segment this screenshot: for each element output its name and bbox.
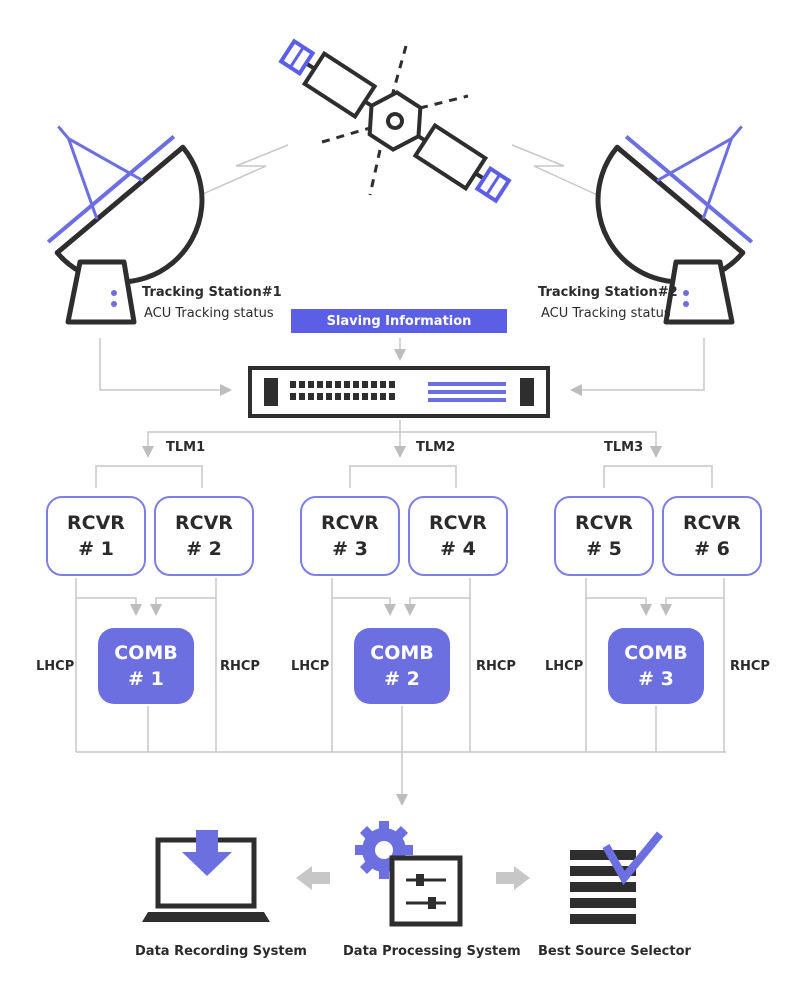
combiner-label: COMB — [624, 642, 688, 664]
switch-port — [308, 381, 314, 388]
satellite-icon — [278, 38, 512, 204]
switch-port — [299, 393, 305, 400]
receiver-number: # 4 — [440, 538, 476, 560]
switch-port — [353, 381, 359, 388]
receiver-label: RCVR — [683, 512, 741, 534]
dish-antenna-icon — [46, 125, 205, 325]
receiver-box: RCVR # 3 — [300, 496, 400, 576]
switch-port — [344, 393, 350, 400]
receiver-label: RCVR — [429, 512, 487, 534]
receiver-box: RCVR # 6 — [662, 496, 762, 576]
tlm-links — [95, 420, 713, 488]
switch-port — [317, 393, 323, 400]
combiner-number: # 1 — [128, 668, 164, 690]
combiner-label: COMB — [370, 642, 434, 664]
station-1-status: ACU Tracking status — [144, 306, 274, 321]
switch-port — [308, 393, 314, 400]
switch-port — [299, 381, 305, 388]
switch-port — [371, 381, 377, 388]
switch-port — [335, 381, 341, 388]
switch-port — [380, 393, 386, 400]
receiver-number: # 5 — [586, 538, 622, 560]
combiner-box: COMB # 3 — [608, 628, 704, 704]
best-source-selector-label: Best Source Selector — [538, 944, 691, 959]
combiner-number: # 3 — [638, 668, 674, 690]
rhcp-label: RHCP — [220, 659, 260, 674]
switch-port — [389, 381, 395, 388]
rcvr-comb-links — [75, 578, 726, 806]
switch-port — [326, 381, 332, 388]
switch-port — [326, 393, 332, 400]
combiner-box: COMB # 1 — [98, 628, 194, 704]
switch-port — [371, 393, 377, 400]
station-2-status: ACU Tracking status — [541, 306, 671, 321]
receiver-label: RCVR — [321, 512, 379, 534]
receiver-box: RCVR # 5 — [554, 496, 654, 576]
receiver-number: # 3 — [332, 538, 368, 560]
checklist-icon — [570, 831, 664, 924]
slaving-information-banner: Slaving Information — [291, 309, 507, 333]
switch-port — [335, 393, 341, 400]
switch-port — [362, 393, 368, 400]
station-1-name: Tracking Station#1 — [142, 285, 282, 300]
output-arrows — [296, 866, 530, 890]
tlm-label: TLM2 — [416, 440, 456, 455]
tlm-label: TLM1 — [166, 440, 206, 455]
receiver-box: RCVR # 4 — [408, 496, 508, 576]
switch-port — [290, 393, 296, 400]
data-recording-system-label: Data Recording System — [135, 944, 307, 959]
lhcp-label: LHCP — [291, 659, 330, 674]
signal-arrow-right — [511, 144, 612, 202]
switch-port — [380, 381, 386, 388]
receiver-box: RCVR # 2 — [154, 496, 254, 576]
data-processing-system-label: Data Processing System — [343, 944, 521, 959]
receiver-number: # 6 — [694, 538, 730, 560]
tlm-label: TLM3 — [604, 440, 644, 455]
receiver-label: RCVR — [67, 512, 125, 534]
dish-antenna-icon — [595, 125, 754, 325]
combiner-box: COMB # 2 — [354, 628, 450, 704]
lhcp-label: LHCP — [36, 659, 75, 674]
network-switch-icon — [248, 366, 550, 418]
receiver-number: # 2 — [186, 538, 222, 560]
switch-port — [362, 381, 368, 388]
switch-port — [389, 393, 395, 400]
lhcp-label: LHCP — [545, 659, 584, 674]
switch-port — [290, 381, 296, 388]
combiner-number: # 2 — [384, 668, 420, 690]
combiner-label: COMB — [114, 642, 178, 664]
switch-port — [344, 381, 350, 388]
receiver-label: RCVR — [575, 512, 633, 534]
receiver-label: RCVR — [175, 512, 233, 534]
signal-arrow-left — [190, 144, 289, 201]
receiver-number: # 1 — [78, 538, 114, 560]
station-links — [99, 338, 705, 396]
rhcp-label: RHCP — [730, 659, 770, 674]
switch-port — [317, 381, 323, 388]
gear-panel-icon — [355, 821, 463, 927]
receiver-box: RCVR # 1 — [46, 496, 146, 576]
switch-port — [353, 393, 359, 400]
station-2-name: Tracking Station#2 — [538, 285, 678, 300]
laptop-download-icon — [142, 830, 270, 922]
rhcp-label: RHCP — [476, 659, 516, 674]
